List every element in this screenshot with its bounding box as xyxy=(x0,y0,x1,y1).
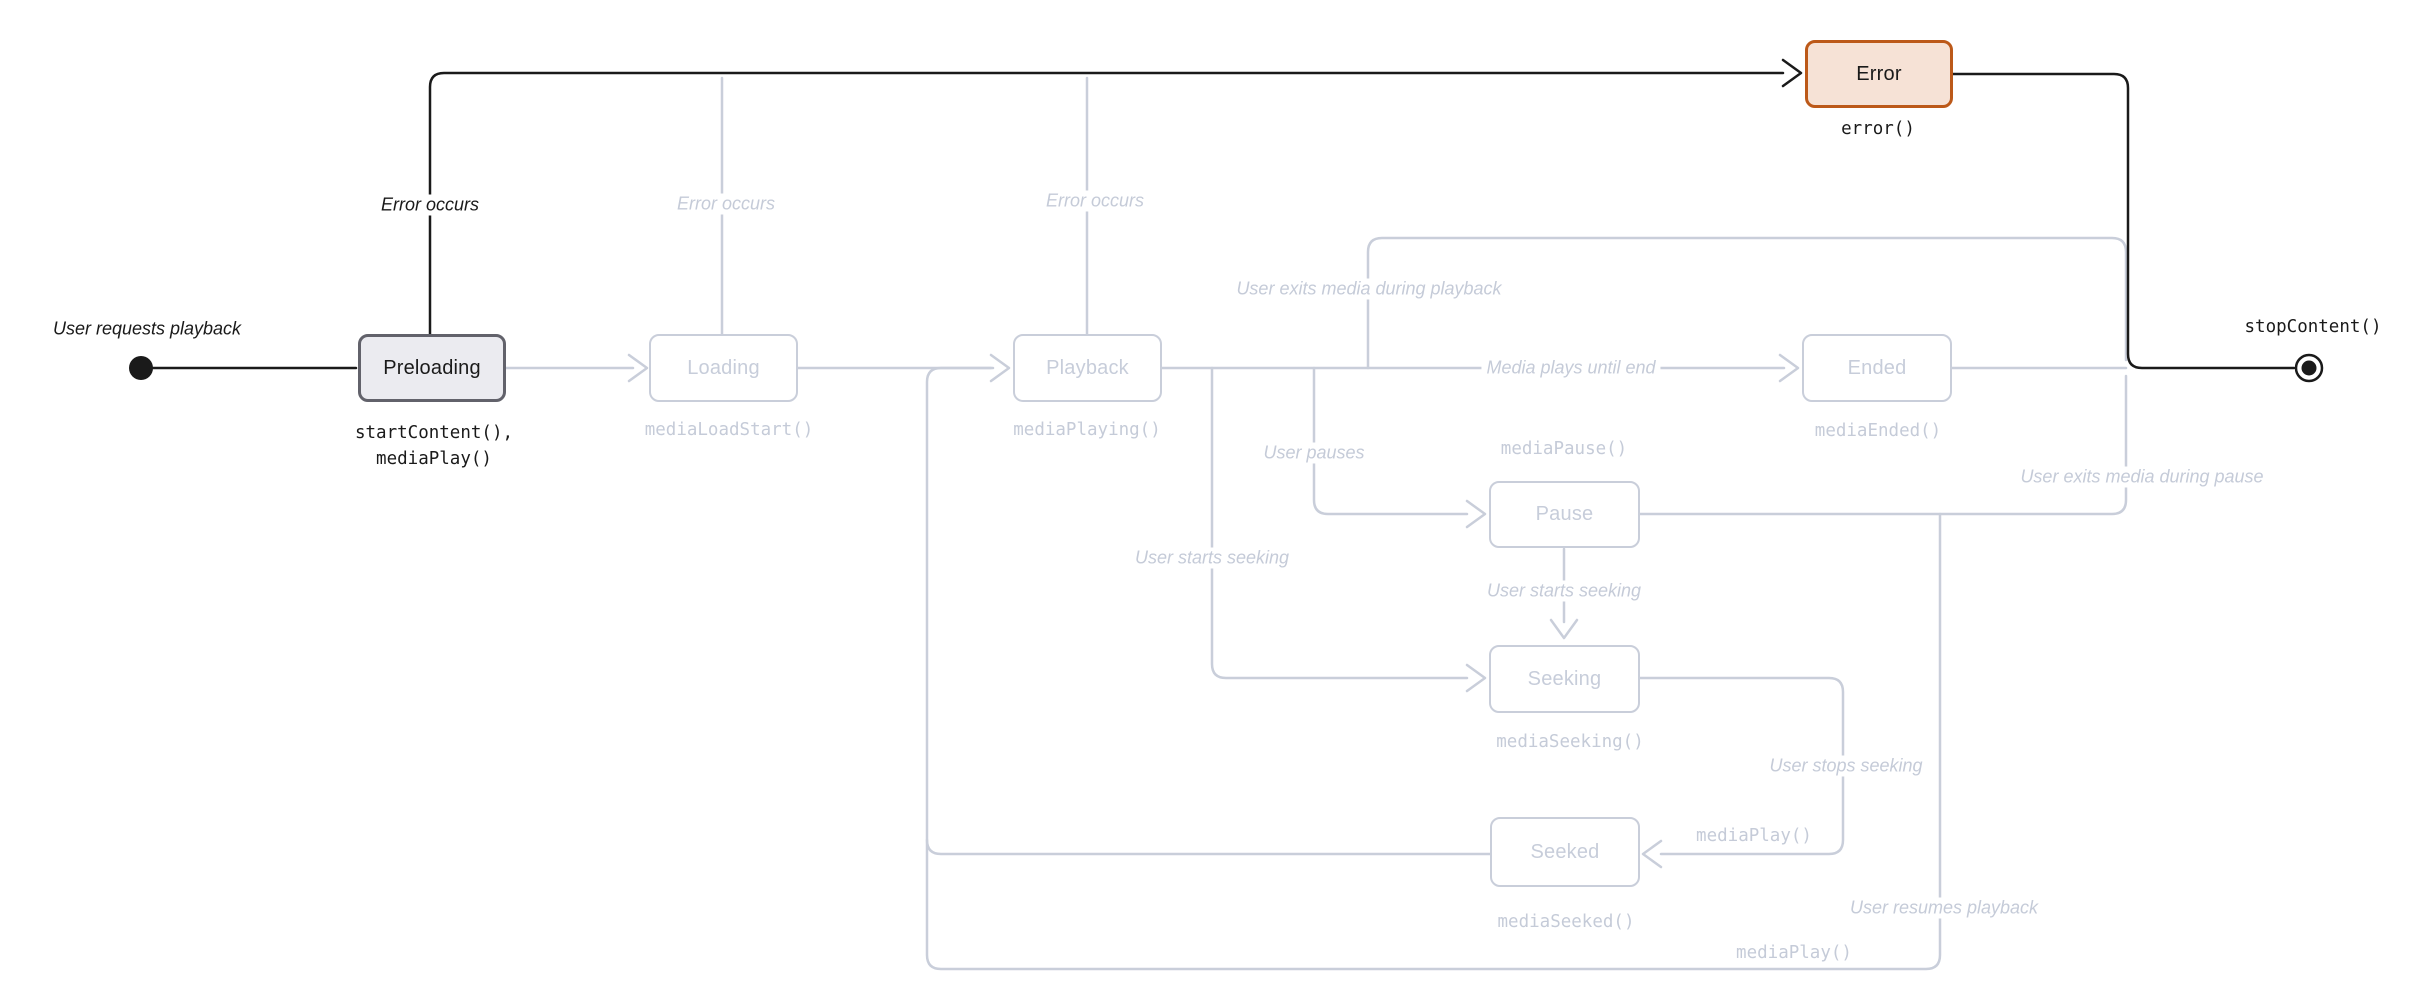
edge-playback-exit xyxy=(1366,236,2128,370)
state-loading-label: Loading xyxy=(687,356,760,379)
label-user-starts-seeking-playback: User starts seeking xyxy=(1129,547,1295,569)
state-pause: Pause xyxy=(1489,481,1640,548)
note-loading: mediaLoadStart() xyxy=(640,420,818,440)
label-error-occurs-loading: Error occurs xyxy=(671,193,781,215)
note-pause: mediaPause() xyxy=(1496,439,1632,459)
label-user-resumes-playback: User resumes playback xyxy=(1844,897,2044,919)
arrow-into-playback xyxy=(989,353,1011,383)
state-seeking-label: Seeking xyxy=(1527,667,1602,690)
state-preloading-label: Preloading xyxy=(383,356,481,379)
state-seeking: Seeking xyxy=(1489,645,1640,713)
note-playback: mediaPlaying() xyxy=(1009,420,1165,440)
edge-seeked-playback xyxy=(925,838,1492,856)
edge-preloading-error xyxy=(428,71,1785,336)
state-pause-label: Pause xyxy=(1535,503,1594,525)
state-error: Error xyxy=(1805,40,1953,108)
note-seeked: mediaSeeked() xyxy=(1493,912,1639,932)
edge-playback-seeking xyxy=(1210,366,1469,680)
state-seeked: Seeked xyxy=(1490,817,1640,887)
arrow-into-pause xyxy=(1465,499,1487,529)
state-playback: Playback xyxy=(1013,334,1162,402)
arrow-into-error xyxy=(1781,58,1803,88)
note-preloading-line1: startContent(), xyxy=(350,423,518,443)
note-error: error() xyxy=(1837,119,1919,139)
edge-pause-playback-resume xyxy=(925,366,1942,971)
state-preloading: Preloading xyxy=(358,334,506,402)
arrow-into-seeking xyxy=(1465,663,1487,693)
label-user-pauses: User pauses xyxy=(1258,442,1370,464)
state-loading: Loading xyxy=(649,334,798,402)
edge-playback-pause xyxy=(1312,366,1469,516)
arrow-into-ended xyxy=(1778,353,1800,383)
label-media-play-resume: mediaPlay() xyxy=(1732,943,1856,963)
label-error-occurs-preloading: Error occurs xyxy=(375,194,485,216)
label-media-play-seeking-seeked: mediaPlay() xyxy=(1692,826,1816,846)
label-media-plays-until-end: Media plays until end xyxy=(1481,357,1661,379)
arrow-into-loading xyxy=(627,353,649,383)
label-user-requests-playback: User requests playback xyxy=(47,318,247,340)
state-seeked-label: Seeked xyxy=(1530,840,1600,863)
label-user-exits-during-playback: User exits media during playback xyxy=(1231,278,1507,300)
edge-pause-exit xyxy=(1638,374,2128,516)
start-node xyxy=(129,356,153,380)
state-ended: Ended xyxy=(1802,334,1952,402)
label-error-occurs-playback: Error occurs xyxy=(1040,190,1150,212)
note-end-node: stopContent() xyxy=(2240,317,2386,337)
label-user-starts-seeking-pause: User starts seeking xyxy=(1481,580,1647,602)
arrow-down-into-seeking xyxy=(1549,618,1579,640)
label-user-exits-during-pause: User exits media during pause xyxy=(2015,466,2269,488)
state-error-label: Error xyxy=(1856,62,1902,85)
edge-error-endnode xyxy=(1951,72,2296,370)
state-ended-label: Ended xyxy=(1847,356,1907,379)
note-preloading-line2: mediaPlay() xyxy=(372,449,496,469)
arrow-into-seeked xyxy=(1641,839,1663,869)
label-user-stops-seeking: User stops seeking xyxy=(1764,755,1928,777)
note-ended: mediaEnded() xyxy=(1810,421,1946,441)
end-node xyxy=(2294,353,2324,383)
state-playback-label: Playback xyxy=(1046,356,1129,379)
note-seeking: mediaSeeking() xyxy=(1492,732,1648,752)
